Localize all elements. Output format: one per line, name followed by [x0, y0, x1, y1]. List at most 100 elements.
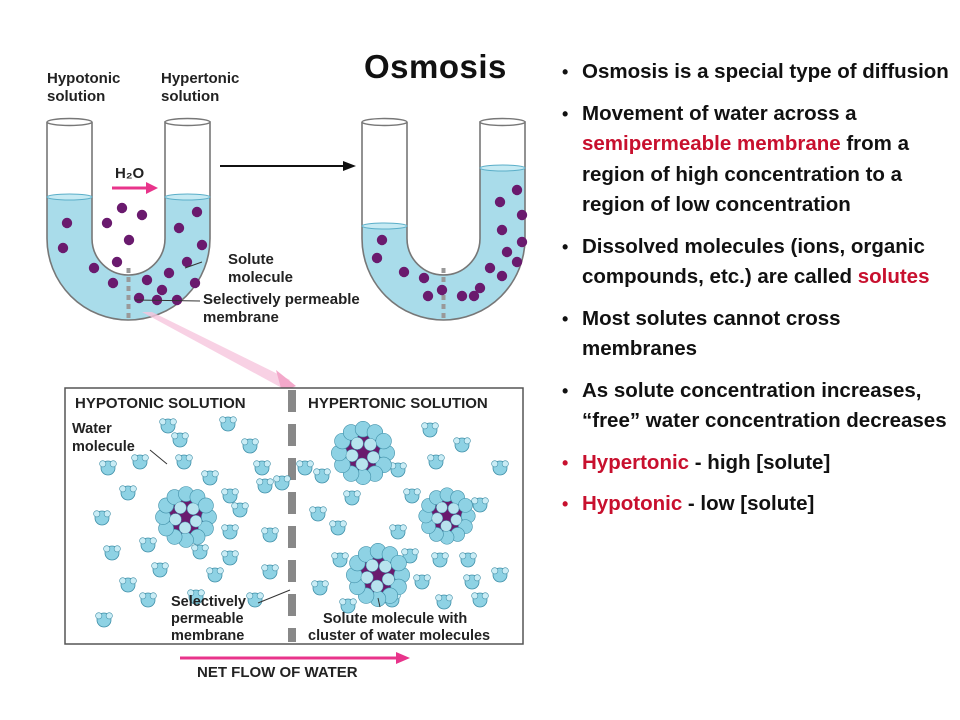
water-molecule	[329, 520, 347, 536]
hydrogen-atom	[349, 598, 357, 606]
hydrogen-atom	[341, 552, 349, 560]
solute-dot	[61, 217, 73, 229]
water-molecule	[453, 437, 471, 453]
water-fill	[47, 197, 210, 320]
water-molecule	[491, 460, 509, 476]
water-surface	[479, 164, 526, 172]
hydrogen-atom	[401, 548, 409, 556]
cluster-label-line2: cluster of water molecules	[308, 628, 490, 644]
water-molecule	[219, 416, 237, 432]
membrane-label-line2: membrane	[203, 309, 279, 326]
solute-cluster	[418, 487, 476, 545]
hypotonic-label-line2: solution	[47, 88, 105, 105]
hydrogen-atom	[231, 550, 239, 558]
bullet-text: Movement of water across a	[582, 101, 857, 125]
bullet-text: As solute concentration increases, “free…	[582, 378, 947, 433]
water-molecule	[191, 544, 209, 560]
water-molecule	[175, 454, 193, 470]
hydrogen-atom	[221, 488, 229, 496]
hydrogen-atom	[169, 418, 177, 426]
hydrogen-atom	[399, 462, 407, 470]
hydrogen-atom	[219, 416, 227, 424]
water-surface	[46, 193, 93, 201]
hydrogen-atom	[263, 460, 271, 468]
solute-dot	[116, 202, 128, 214]
solute-dot	[173, 222, 185, 234]
solute-dot	[101, 217, 113, 229]
hydrogen-atom	[471, 497, 479, 505]
water-molecule	[339, 598, 357, 614]
hydrogen-atom	[413, 574, 421, 582]
hydrogen-atom	[423, 574, 431, 582]
solute-leader	[184, 261, 203, 269]
molecular-view-panel	[64, 387, 524, 664]
hydrogen-atom	[246, 592, 254, 600]
hydrogen-atom	[431, 552, 439, 560]
hydrogen-atom	[283, 475, 291, 483]
hydrogen-atom	[403, 488, 411, 496]
bound-water	[189, 515, 203, 528]
hydrogen-atom	[256, 478, 264, 486]
hydrogen-atom	[231, 488, 239, 496]
water-molecule	[463, 574, 481, 590]
water-molecule	[313, 468, 331, 484]
hydrogen-atom	[261, 564, 269, 572]
water-molecule	[331, 552, 349, 568]
bound-water	[360, 571, 374, 584]
water-leader	[149, 449, 168, 465]
bound-water	[174, 501, 187, 514]
page-title: Osmosis	[364, 48, 507, 85]
hydrogen-atom	[491, 567, 499, 575]
hydrogen-atom	[99, 460, 107, 468]
tube-rim	[164, 117, 211, 127]
hydrogen-atom	[271, 527, 279, 535]
water-molecule	[431, 552, 449, 568]
hydrogen-atom	[161, 562, 169, 570]
water-molecule	[261, 564, 279, 580]
membrane-leader	[134, 299, 201, 302]
hypertonic-label-line2: solution	[161, 88, 219, 105]
water-molecule	[491, 567, 509, 583]
water-molecule	[296, 460, 314, 476]
bound-water	[378, 560, 392, 573]
solute-dot	[496, 224, 508, 236]
hydrogen-atom	[311, 580, 319, 588]
water-molecule	[253, 460, 271, 476]
bullet-text: - low [solute]	[682, 492, 815, 515]
hydrogen-atom	[93, 510, 101, 518]
solute-dot	[511, 256, 523, 268]
solute-dot	[181, 256, 193, 268]
tube-rim	[479, 117, 526, 127]
solute-dot	[474, 282, 486, 294]
solute-dot	[516, 209, 528, 221]
water-molecule-label-line1: Water	[72, 421, 112, 437]
solute-dot	[123, 234, 135, 246]
solute-dot	[484, 262, 496, 274]
bullet-text: Dissolved molecules (ions, organic compo…	[582, 234, 925, 289]
hydrogen-atom	[119, 485, 127, 493]
solute-dot	[371, 252, 383, 264]
hydrogen-atom	[463, 437, 471, 445]
hydrogen-atom	[323, 468, 331, 476]
u-tube-labels: Hypotonic solution Hypertonic solution H…	[47, 70, 360, 326]
hydrogen-atom	[216, 567, 224, 575]
bound-water	[431, 512, 444, 525]
hydrogen-atom	[231, 502, 239, 510]
solute-cluster	[155, 486, 217, 548]
solute-cluster	[331, 421, 395, 485]
hydrogen-atom	[151, 562, 159, 570]
bullet-text: from a region of high concentration to a…	[582, 132, 910, 216]
hydrogen-atom	[141, 454, 149, 462]
hydrogen-atom	[221, 550, 229, 558]
water-molecule	[159, 418, 177, 434]
hydrogen-atom	[241, 438, 249, 446]
highlight-term: Hypotonic	[582, 492, 683, 515]
hydrogen-atom	[241, 502, 249, 510]
hydrogen-atom	[109, 460, 117, 468]
hydrogen-atom	[473, 574, 481, 582]
hypertonic-label-line1: Hypertonic	[161, 70, 239, 87]
highlight-term: solutes	[857, 265, 930, 288]
hydrogen-atom	[319, 506, 327, 514]
water-molecule	[171, 432, 189, 448]
